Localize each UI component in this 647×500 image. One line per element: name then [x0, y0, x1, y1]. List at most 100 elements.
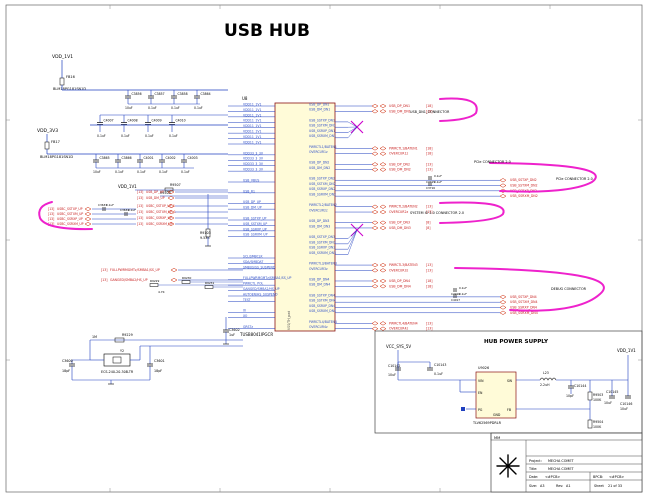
config-net: GANGED/SMBA2/HS_UP[13] [101, 277, 243, 283]
capacitor-ref: C4007 [104, 119, 114, 123]
capacitor-value: 0.1uF [171, 106, 180, 110]
ic-right-pin: USB_DM_DN4 [309, 283, 348, 287]
ic-right-pin: USB_SSRXP_DN2 [309, 187, 348, 191]
ic-right-pin: USB_DM_DN1 [309, 108, 348, 112]
ic-left-pin: VDD11_1V1 [228, 113, 275, 117]
right-net-label: USB_DM_DN4 [389, 284, 411, 288]
ic-left-pin-name: VDD11_1V1 [243, 113, 261, 117]
upstream-net-label: USBC_SSRXP_UP [146, 216, 172, 220]
ic-left-pin-name: USB_SSTXM_UP [243, 222, 267, 226]
right-net-ref: [13] [426, 205, 433, 209]
ic-right-pin-name: USB_SSTXP_DN1 [309, 118, 335, 122]
capacitor-value: 10uF [93, 170, 101, 174]
right-net-ref: [13] [426, 327, 433, 331]
highlight-strokes [38, 97, 605, 312]
ic-left-pin: VDD33_3_3V [228, 151, 275, 155]
right-net-ref: [13] [426, 268, 433, 272]
tb-project: MECHA COMET [548, 459, 574, 463]
ic-left-pin-name: VDD11_1V1 [243, 102, 261, 106]
ic-left-pin-name: AUTOEN/HS_SUSPEND [243, 292, 278, 296]
upstream-nets: USB_DP_UP[13]USB_DM_UP[13]USBC_SSTXP_UP_… [137, 189, 228, 227]
config-resistor: R9230 [181, 276, 243, 284]
right-net: USB_DM_DN1[18] [348, 109, 433, 114]
ic-right-pin-name: USB_SSTXM_DN3 [309, 240, 336, 244]
ic-right-pin-name: USB_DP_DN2 [309, 161, 329, 165]
power-cap5-ref: C10146 [620, 402, 632, 406]
ic-right-pin: USB_SSTXP_DN1 [309, 118, 348, 122]
capacitor-value: 0.1uF [169, 134, 178, 138]
capacitor-ref: C4010 [176, 119, 186, 123]
right-net-label: USB_SSRXM_DN2 [510, 194, 538, 198]
annotation-dn3: SYSTEM IO 2.0 CONNECTOR 2.0 [410, 211, 464, 215]
regulator-part: TLV62569PDRLR [472, 421, 502, 425]
ic-right-pin-name: USB_DP_DN1 [309, 102, 329, 106]
right-net-label: OVERCUR1z [389, 152, 409, 156]
ic-left-pin: VDD11_1V1 [228, 140, 275, 144]
clock-r-ref: R9229 [122, 333, 133, 337]
right-net-label: PWRCTL3/BATEN3 [389, 263, 418, 267]
right-net: USB_SSRXM_DN2 [348, 194, 538, 199]
tb-date: <#PCB> [545, 475, 560, 479]
hub-ic-body [274, 102, 336, 332]
upstream-cap-ref: C3634 [120, 208, 129, 212]
right-net-ref: [8] [426, 226, 431, 230]
right-net: USB_DP_DN1[18] [348, 103, 433, 109]
ic-left-pin: VDD11_1V1 [228, 130, 275, 134]
ic-left-pin-name: VDD11_1V1 [243, 108, 261, 112]
ic-left-pin: AUTOEN/HS_SUSPEND [228, 292, 278, 296]
ic-right-pin-name: USB_DM_DN3 [309, 224, 330, 228]
ic-right-pin: USB_SSTXM_DN1 [309, 124, 348, 128]
ic-right-pin: USB_DP_DN1 [309, 102, 348, 106]
r-usb-group: R9103 9.53K [200, 194, 211, 247]
r-usb-ref: R9103 [200, 231, 211, 235]
right-net: USB_SSTXM_DN4 [348, 300, 538, 305]
ic-right-pin-name: USB_SSRXP_DN3 [309, 246, 335, 250]
fb17-ref: FB17 [51, 140, 60, 144]
capacitor-ref: C3857 [155, 92, 165, 96]
decaps-3v3: C386510uFC38660.1uFC40010.1uFC40020.1uFC… [93, 154, 198, 174]
ic-left-pin: FULLPWRMGMTz/SMBA1/SS_UP [228, 276, 291, 280]
upstream-net-label: USB_DP_UP [146, 190, 164, 194]
right-net-label: USB_DM_DN3 [389, 226, 411, 230]
ic-left-pin: XI [228, 309, 275, 313]
ic-left-pin: USB_DP_UP [228, 200, 275, 204]
reg-pin-sw: SW [507, 379, 513, 383]
ic-right-pin: USB_DP_DN4 [309, 277, 348, 281]
power-cap3-ref: C10144 [574, 384, 586, 388]
upstream-net-ref: [13] [137, 216, 143, 220]
ic-right-pin: USB_SSTXM_DN2 [309, 182, 348, 186]
capacitor-ref: C4008 [128, 119, 138, 123]
ic-left-pin-name: VDD11_1V1 [243, 130, 261, 134]
ic-right-pin-name: USB_DM_DN2 [309, 166, 330, 170]
right-net-label: USB_SSTXM_DN4 [510, 300, 538, 304]
upstream-left-label: USBC_SSRXM_UP [57, 222, 84, 226]
ic-right-pin-name: USB_SSTXP_DN4 [309, 293, 335, 297]
dn-cap-ref: C4016 [451, 292, 460, 296]
upstream-net-ref: [13] [137, 222, 143, 226]
right-net-label: USB_DM_DN1 [389, 109, 411, 113]
ic-left-pin: GRSTz [228, 325, 275, 329]
ic-left-pin: USB_SSRXP_UP [228, 227, 275, 231]
right-net-label: USB_DP_DN4 [389, 279, 410, 283]
upstream-left-ref: [13] [48, 222, 54, 226]
ic-left-pin-name: VDD11_1V1 [243, 140, 261, 144]
ic-left-pin: PWRCTL_POL [228, 282, 275, 286]
upstream-net-label: USBC_SSTXM_UP_1 [146, 210, 176, 214]
capacitor-value: 0.1uF [181, 170, 190, 174]
ic-left-pin: USB_SSTXM_UP [228, 222, 275, 226]
capacitor-value: 0.1uF [148, 106, 157, 110]
ic-right-pin-name: USB_DM_DN1 [309, 108, 330, 112]
right-net: OVERCUR2z[13] [348, 209, 433, 215]
title-block: MM Project: MECHA COMET Title: MECHA COM… [490, 432, 643, 493]
right-net: USB_SSTXM_DN2 [348, 183, 538, 188]
ic-left-pin-name: USB_DM_UP [243, 206, 262, 210]
power-cap4-ref: C10145 [606, 390, 618, 394]
right-net-label: USB_DP_DN2 [389, 162, 410, 166]
upstream-left-ref: [13] [48, 212, 54, 216]
ic-right-pin: OVERCUR1z [309, 150, 348, 154]
config-net-ref: [13] [101, 268, 108, 272]
capacitor-ref: C3864 [201, 92, 211, 96]
right-net-label: PWRCTL4/BATEN4 [389, 321, 418, 325]
